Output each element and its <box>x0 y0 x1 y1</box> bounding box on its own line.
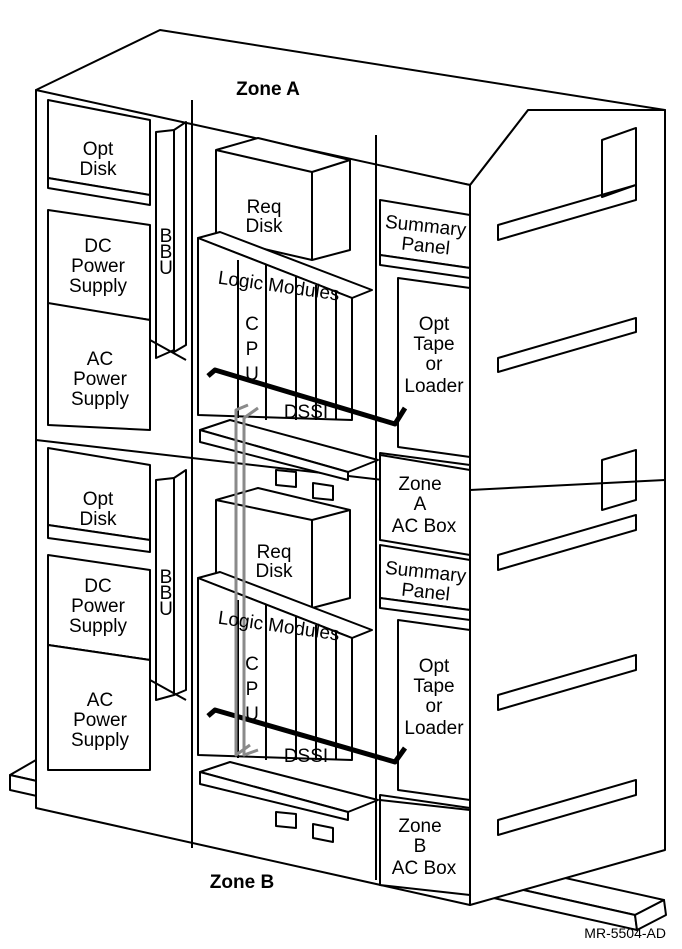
svg-text:Supply: Supply <box>71 389 130 410</box>
svg-text:P: P <box>246 339 259 360</box>
lower-cpu-label: C P U <box>245 654 259 725</box>
svg-text:Opt: Opt <box>419 656 450 677</box>
svg-text:Supply: Supply <box>69 616 128 637</box>
upper-bbu-label: B B U <box>159 226 173 279</box>
svg-text:Tape: Tape <box>413 676 454 697</box>
svg-text:B: B <box>160 226 173 247</box>
lower-req-disk-label: Req Disk <box>256 542 293 582</box>
svg-text:Panel: Panel <box>400 580 451 606</box>
zone-a-label: Zone A <box>236 79 300 100</box>
interconnect-cable <box>234 403 259 757</box>
side-vents <box>497 127 637 836</box>
upper-req-disk-label: Req Disk <box>246 197 283 237</box>
dssi-cable-lower <box>206 707 408 765</box>
svg-text:DC: DC <box>84 576 111 597</box>
svg-text:Disk: Disk <box>256 561 293 582</box>
svg-text:Opt: Opt <box>419 314 450 335</box>
svg-text:Loader: Loader <box>404 376 464 397</box>
svg-text:Supply: Supply <box>71 730 130 751</box>
svg-text:Req: Req <box>257 542 292 563</box>
figure-id: MR-5504-AD <box>584 925 666 941</box>
lower-left-stack <box>47 447 187 771</box>
svg-text:Power: Power <box>73 369 128 390</box>
svg-text:or: or <box>426 354 444 375</box>
svg-text:B: B <box>160 583 173 604</box>
svg-text:Supply: Supply <box>69 276 128 297</box>
upper-ac-power-supply-label: AC Power Supply <box>71 349 130 410</box>
lower-dc-power-supply-label: DC Power Supply <box>69 576 128 637</box>
svg-text:U: U <box>159 258 173 279</box>
upper-tape-loader-label: Opt Tape or Loader <box>404 314 464 397</box>
svg-text:Opt: Opt <box>83 139 114 160</box>
svg-text:Req: Req <box>247 197 282 218</box>
svg-text:A: A <box>414 494 427 515</box>
svg-text:C: C <box>245 654 259 675</box>
svg-text:Tape: Tape <box>413 334 454 355</box>
lower-logic-modules-label: Logic Modules <box>217 608 341 646</box>
svg-text:Disk: Disk <box>246 216 283 237</box>
lower-bbu-label: B B U <box>159 567 173 620</box>
svg-text:Zone: Zone <box>398 474 441 495</box>
dssi-cable-upper <box>206 367 408 427</box>
svg-text:AC Box: AC Box <box>392 858 457 879</box>
svg-text:Power: Power <box>71 256 126 277</box>
lower-ac-power-supply-label: AC Power Supply <box>71 690 130 751</box>
svg-text:or: or <box>426 696 444 717</box>
svg-text:Zone: Zone <box>398 816 441 837</box>
upper-cpu-label: C P U <box>245 314 259 385</box>
svg-text:Loader: Loader <box>404 718 464 739</box>
lower-tape-loader-label: Opt Tape or Loader <box>404 656 464 739</box>
zone-b-label: Zone B <box>210 872 274 893</box>
svg-text:Panel: Panel <box>400 234 451 260</box>
svg-text:DC: DC <box>84 236 111 257</box>
svg-text:Opt: Opt <box>83 489 114 510</box>
upper-dc-power-supply-label: DC Power Supply <box>69 236 128 297</box>
svg-text:U: U <box>159 599 173 620</box>
svg-text:U: U <box>245 364 259 385</box>
lower-right-stack <box>379 544 471 896</box>
svg-text:Disk: Disk <box>80 509 117 530</box>
svg-text:B: B <box>160 242 173 263</box>
svg-text:Power: Power <box>71 596 126 617</box>
svg-text:Disk: Disk <box>80 159 117 180</box>
svg-text:U: U <box>245 704 259 725</box>
upper-left-stack <box>47 99 187 431</box>
svg-text:P: P <box>246 679 259 700</box>
svg-text:Power: Power <box>73 710 128 731</box>
svg-text:B: B <box>414 836 427 857</box>
svg-text:AC: AC <box>87 349 113 370</box>
upper-summary-panel-label: Summary Panel <box>384 212 468 260</box>
upper-ac-box-label: Zone A AC Box <box>392 474 457 537</box>
svg-text:AC Box: AC Box <box>392 516 457 537</box>
upper-dssi-label: DSSI <box>284 402 328 423</box>
svg-text:AC: AC <box>87 690 113 711</box>
lower-summary-panel-label: Summary Panel <box>384 558 468 606</box>
lower-ac-box-label: Zone B AC Box <box>392 816 457 879</box>
upper-opt-disk-label: Opt Disk <box>80 139 117 180</box>
svg-text:B: B <box>160 567 173 588</box>
lower-dssi-label: DSSI <box>284 746 328 767</box>
upper-logic-modules-label: Logic Modules <box>217 268 341 306</box>
lower-opt-disk-label: Opt Disk <box>80 489 117 530</box>
svg-text:C: C <box>245 314 259 335</box>
upper-right-stack <box>379 199 471 556</box>
